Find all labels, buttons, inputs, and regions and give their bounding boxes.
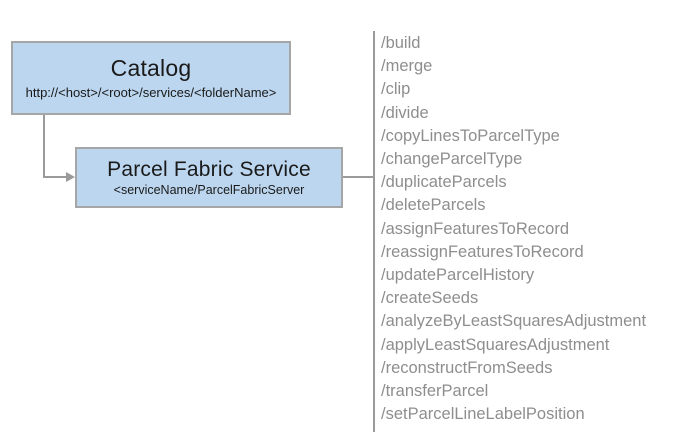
operation-item: /transferParcel — [381, 382, 489, 401]
service-node-title: Parcel Fabric Service — [107, 157, 311, 181]
operation-item: /applyLeastSquaresAdjustment — [381, 335, 610, 354]
operation-item: /copyLinesToParcelType — [381, 126, 560, 145]
operation-item: /merge — [381, 57, 433, 76]
operation-item: /analyzeByLeastSquaresAdjustment — [381, 312, 647, 331]
operation-item: /build — [381, 34, 421, 52]
operation-item: /clip — [381, 80, 411, 99]
operation-item: /divide — [381, 103, 429, 122]
operations-rail-line — [373, 31, 375, 432]
operation-item: /deleteParcels — [381, 196, 486, 215]
catalog-node: Catalog http://<host>/<root>/services/<f… — [11, 41, 291, 115]
operation-item: /createSeeds — [381, 289, 479, 308]
operation-item: /changeParcelType — [381, 150, 523, 169]
operation-item: /updateParcelHistory — [381, 266, 535, 285]
operations-list: /build/merge/clip/divide/copyLinesToParc… — [381, 32, 681, 426]
operation-item: /setParcelLineLabelPosition — [381, 405, 585, 424]
catalog-node-title: Catalog — [110, 54, 192, 81]
operation-item: /reassignFeaturesToRecord — [381, 242, 584, 261]
operation-item: /duplicateParcels — [381, 173, 507, 192]
connector-service-to-operations — [343, 176, 374, 178]
operation-item: /assignFeaturesToRecord — [381, 219, 570, 238]
connector-catalog-horizontal — [43, 176, 67, 178]
parcel-fabric-service-node: Parcel Fabric Service <serviceName/Parce… — [75, 147, 343, 208]
arrow-head-icon — [66, 172, 75, 182]
connector-catalog-vertical — [43, 115, 45, 178]
catalog-node-url: http://<host>/<root>/services/<folderNam… — [25, 85, 277, 100]
service-node-path: <serviceName/ParcelFabricServer — [113, 182, 305, 197]
operation-item: /reconstructFromSeeds — [381, 358, 553, 377]
